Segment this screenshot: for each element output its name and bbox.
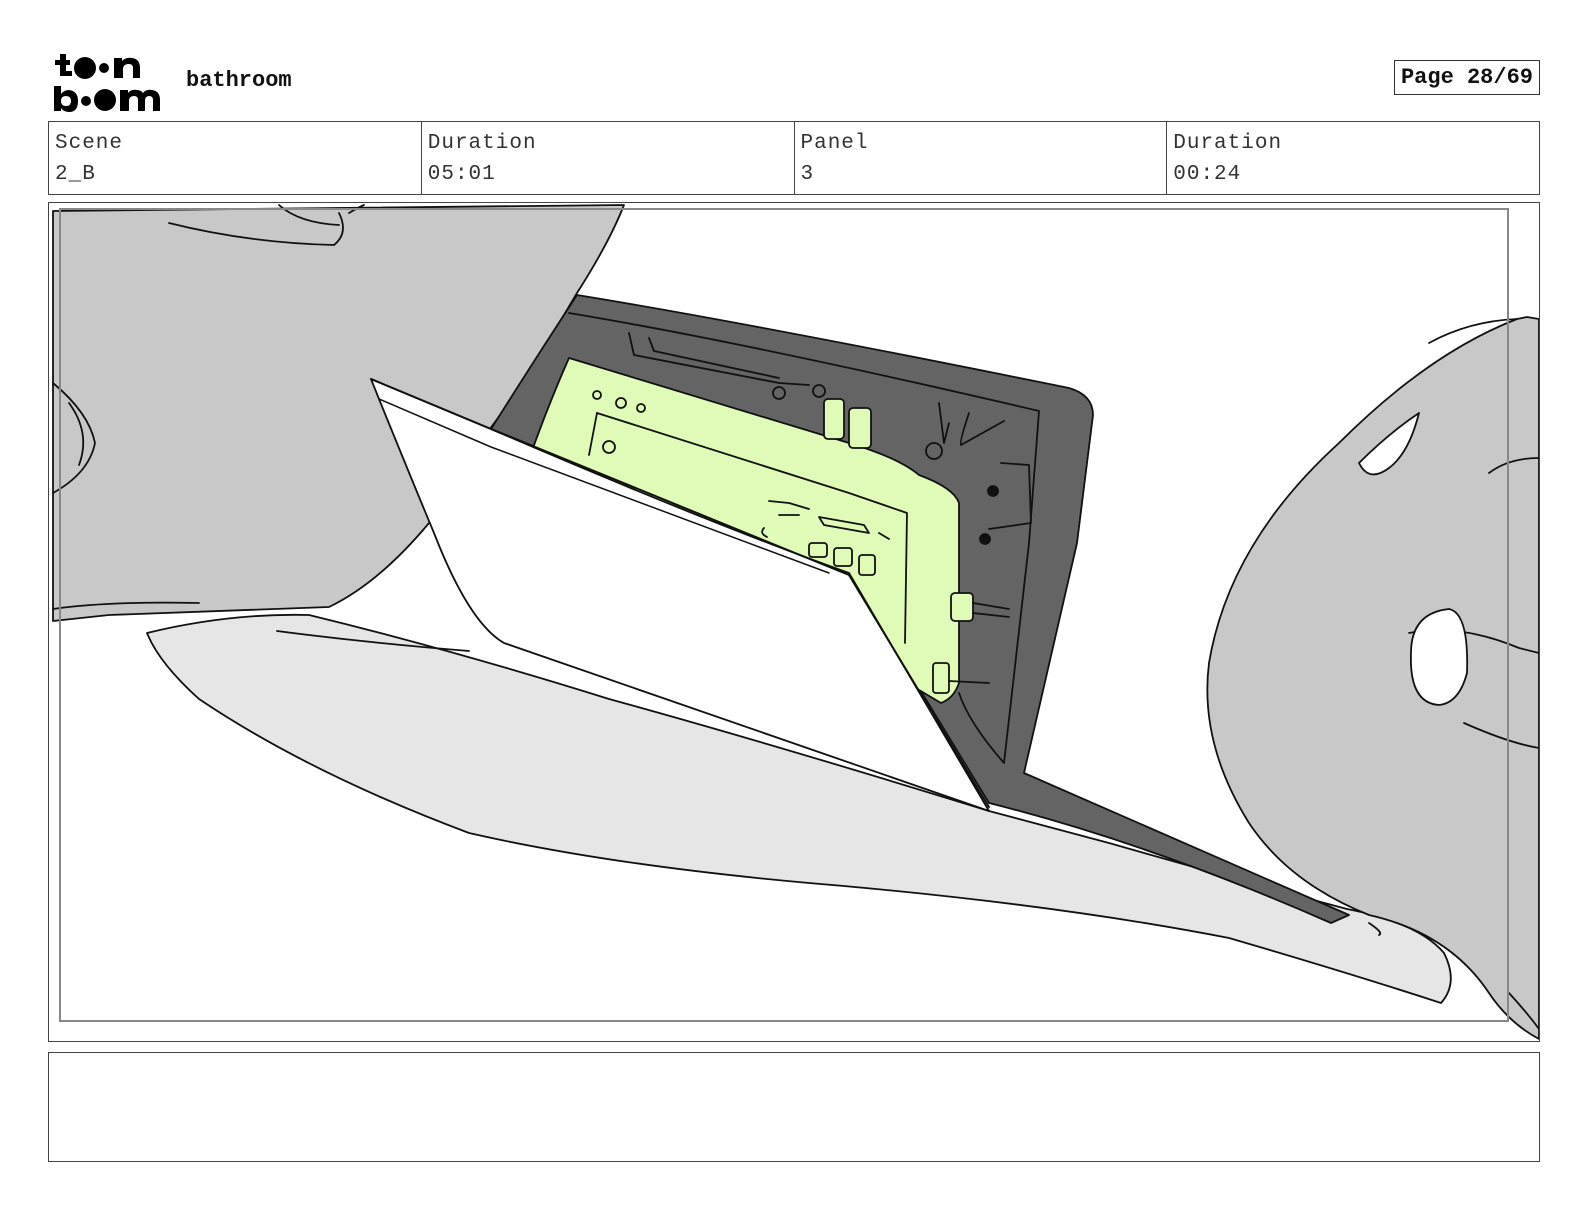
panel-duration-label: Duration	[1173, 132, 1283, 155]
scene-info-table: Scene 2_B Duration 05:01 Panel 3 Duratio…	[48, 121, 1540, 195]
panel-cell: Panel 3	[795, 122, 1168, 194]
toon-boom-logo	[52, 52, 168, 114]
scene-label: Scene	[55, 132, 124, 155]
panel-duration-cell: Duration 00:24	[1167, 122, 1539, 194]
scene-duration-value: 05:01	[427, 163, 496, 186]
scene-duration-label: Duration	[427, 132, 537, 155]
box-flap	[370, 378, 990, 812]
device-port-1	[823, 398, 845, 440]
storyboard-panel	[48, 202, 1540, 1042]
panel-label: Panel	[800, 132, 869, 155]
device-port-3	[950, 592, 974, 622]
panel-sketch	[52, 204, 1539, 1040]
page-counter: Page 28/69	[1393, 60, 1540, 95]
scene-duration-cell: Duration 05:01	[422, 122, 795, 194]
panel-duration-value: 00:24	[1173, 163, 1242, 186]
panel-value: 3	[800, 163, 815, 186]
panel-notes-box	[48, 1052, 1540, 1162]
scene-value: 2_B	[55, 163, 96, 186]
sleeve-shape	[146, 613, 1452, 1004]
project-title: bathroom	[186, 68, 292, 93]
scene-cell: Scene 2_B	[49, 122, 422, 194]
right-hand-shape	[1206, 316, 1539, 1040]
storyboard-header: bathroom Page 28/69	[48, 48, 1540, 114]
device-port-2	[848, 407, 872, 449]
